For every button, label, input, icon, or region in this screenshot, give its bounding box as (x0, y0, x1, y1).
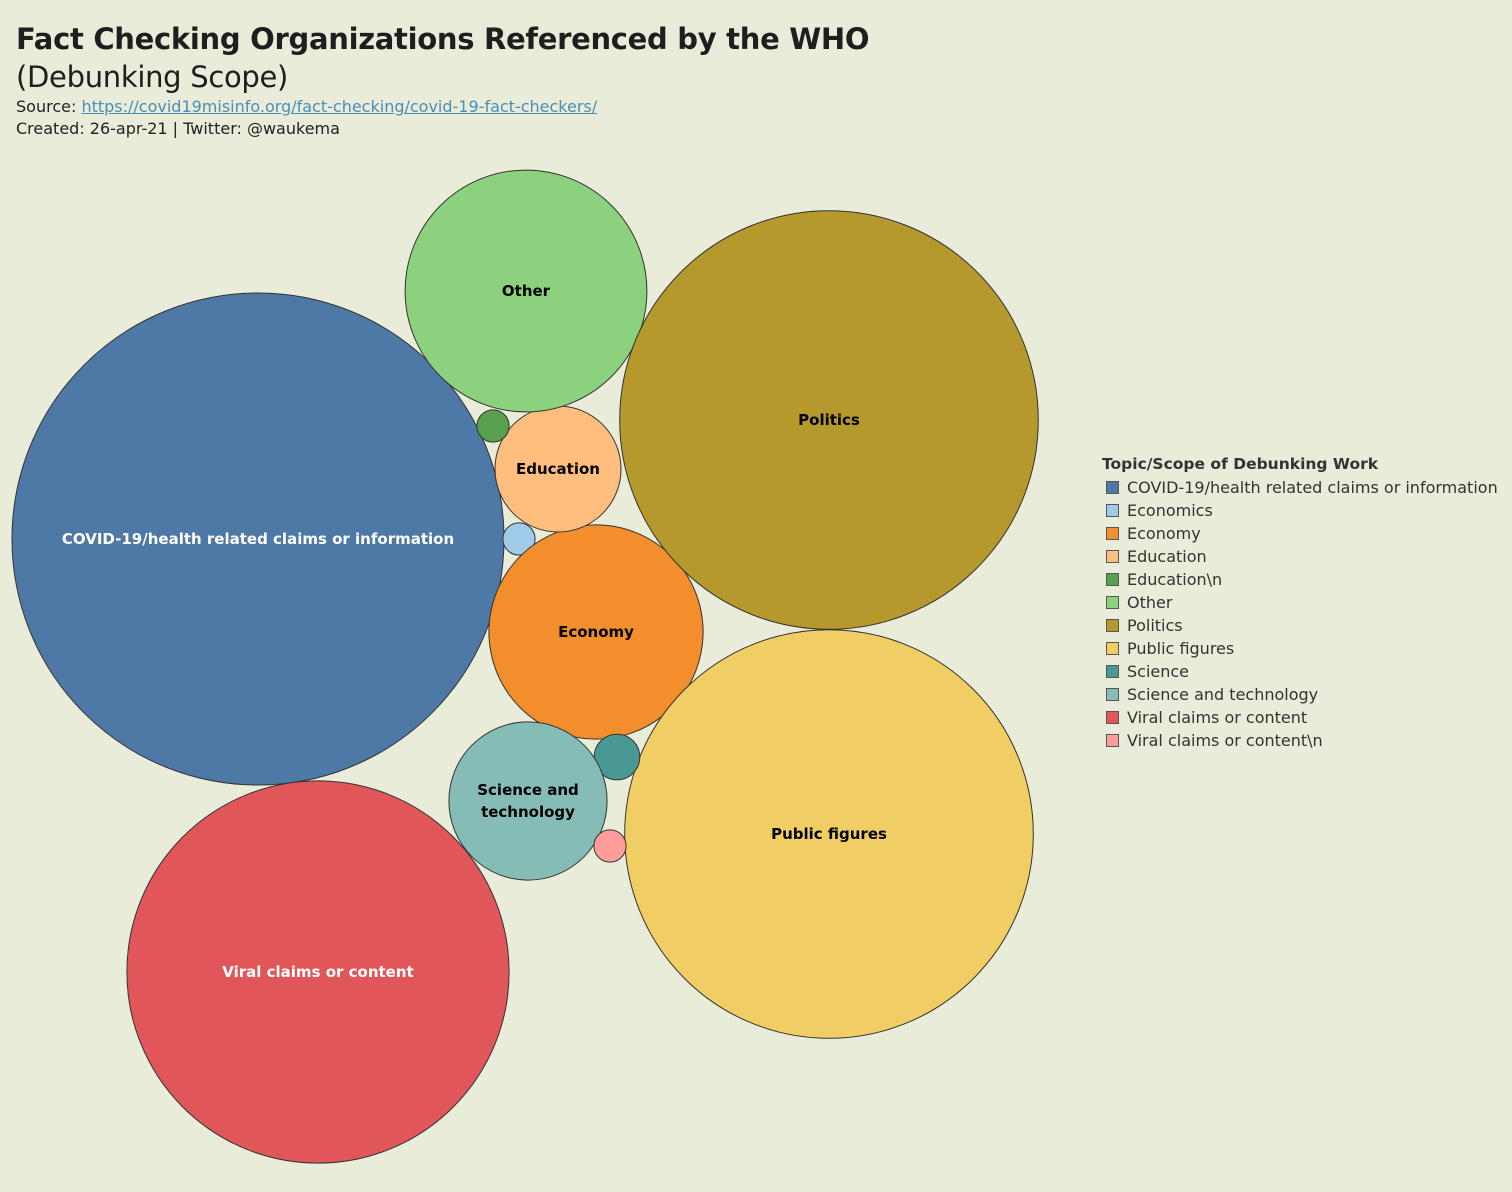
legend-label: Economics (1127, 501, 1213, 520)
bubble-viral-claims-or-content[interactable] (126, 780, 510, 1164)
legend-label: Public figures (1127, 639, 1235, 658)
bubble-label: Education (516, 460, 600, 478)
bubble-label: Public figures (771, 825, 887, 843)
legend-item[interactable]: Economics (1102, 499, 1502, 522)
bubble-economy[interactable] (488, 524, 704, 740)
bubble-label: Viral claims or content (222, 963, 413, 981)
legend-swatch (1106, 734, 1119, 747)
bubble-education-n[interactable] (476, 409, 510, 443)
legend-swatch (1106, 688, 1119, 701)
legend-label: COVID-19/health related claims or inform… (1127, 478, 1498, 497)
legend-label: Politics (1127, 616, 1183, 635)
bubble-label: Politics (798, 411, 860, 429)
chart-title: Fact Checking Organizations Referenced b… (16, 22, 870, 56)
chart-header: Fact Checking Organizations Referenced b… (16, 20, 870, 140)
legend-label: Viral claims or content (1127, 708, 1308, 727)
chart-subtitle: (Debunking Scope) (16, 60, 289, 94)
bubble-other[interactable] (404, 169, 648, 413)
created-line: Created: 26-apr-21 | Twitter: @waukema (16, 119, 340, 138)
legend-label: Science (1127, 662, 1190, 681)
legend-label: Education\n (1127, 570, 1223, 589)
bubble-science-and-technology[interactable] (448, 721, 608, 881)
legend-label: Economy (1127, 524, 1201, 543)
legend-item[interactable]: Economy (1102, 522, 1502, 545)
bubble-label: Economy (558, 623, 634, 641)
legend-label: Education (1127, 547, 1207, 566)
legend-swatch (1106, 527, 1119, 540)
legend-item[interactable]: Viral claims or content\n (1102, 729, 1502, 752)
legend-swatch (1106, 596, 1119, 609)
legend-item[interactable]: Viral claims or content (1102, 706, 1502, 729)
legend-swatch (1106, 550, 1119, 563)
bubble-label: Other (502, 282, 551, 300)
legend-item[interactable]: Education\n (1102, 568, 1502, 591)
bubble-viral-claims-or-content-n[interactable] (593, 829, 627, 863)
bubble-chart: COVID-19/health related claims or inform… (11, 169, 1039, 1164)
legend-swatch (1106, 642, 1119, 655)
legend-swatch (1106, 573, 1119, 586)
source-link[interactable]: https://covid19misinfo.org/fact-checking… (81, 97, 598, 116)
legend-label: Viral claims or content\n (1127, 731, 1323, 750)
legend-label: Other (1127, 593, 1173, 612)
legend-label: Science and technology (1127, 685, 1319, 704)
legend-swatch (1106, 665, 1119, 678)
legend-item[interactable]: Science and technology (1102, 683, 1502, 706)
bubble-label: COVID-19/health related claims or inform… (62, 530, 454, 548)
legend-swatch (1106, 619, 1119, 632)
legend: Topic/Scope of Debunking Work COVID-19/h… (1102, 455, 1502, 752)
legend-title: Topic/Scope of Debunking Work (1102, 455, 1379, 473)
legend-swatch (1106, 711, 1119, 724)
bubble-public-figures[interactable] (624, 629, 1034, 1039)
legend-items: COVID-19/health related claims or inform… (1102, 476, 1502, 752)
legend-item[interactable]: Public figures (1102, 637, 1502, 660)
legend-swatch (1106, 504, 1119, 517)
source-line: Source: https://covid19misinfo.org/fact-… (16, 96, 869, 118)
legend-swatch (1106, 481, 1119, 494)
legend-item[interactable]: Science (1102, 660, 1502, 683)
legend-item[interactable]: Education (1102, 545, 1502, 568)
bubble-economics[interactable] (502, 522, 536, 556)
source-label: Source: (16, 97, 82, 116)
legend-item[interactable]: Politics (1102, 614, 1502, 637)
legend-item[interactable]: COVID-19/health related claims or inform… (1102, 476, 1502, 499)
legend-item[interactable]: Other (1102, 591, 1502, 614)
